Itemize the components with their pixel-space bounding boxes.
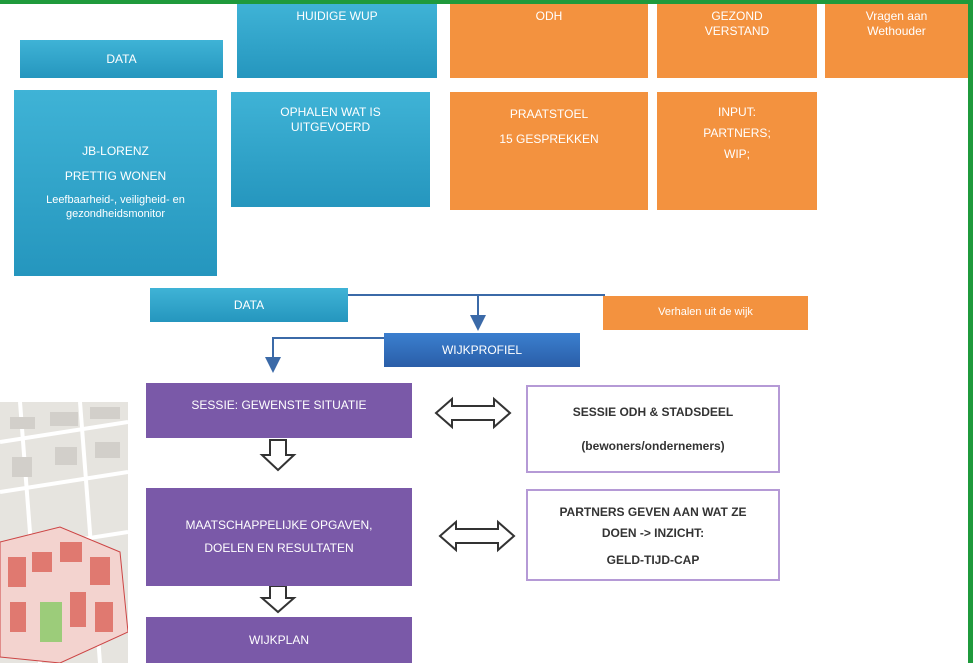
header-vragen-wethouder: Vragen aan Wethouder [825, 4, 968, 78]
header-huidige-wup-label: HUIDIGE WUP [296, 9, 378, 23]
hollow-arrow-down-2 [259, 585, 297, 614]
content-data-line-2: PRETTIG WONEN [64, 169, 167, 184]
flow-maatschappelijke-label: MAATSCHAPPELIJKE OPGAVEN, DOELEN EN RESU… [185, 518, 373, 555]
header-odh: ODH [450, 4, 648, 78]
flow-wijkprofiel-label: WIJKPROFIEL [441, 342, 522, 357]
flow-partners: PARTNERS GEVEN AAN WAT ZE DOEN -> INZICH… [526, 489, 780, 581]
content-data-line-3: Leefbaarheid-, veiligheid- en gezondheid… [46, 194, 185, 220]
content-odh-line-1: PRAATSTOEL [509, 107, 589, 121]
flow-sessie-odh: SESSIE ODH & STADSDEEL (bewoners/onderne… [526, 385, 780, 473]
header-huidige-wup: HUIDIGE WUP [237, 4, 437, 78]
header-data-label: DATA [106, 51, 137, 66]
header-gezond-verstand: GEZOND VERSTAND [657, 4, 817, 78]
flow-verhalen-label: Verhalen uit de wijk [658, 306, 753, 319]
content-gezond-verstand-line-2: PARTNERS; [703, 126, 771, 140]
flow-sessie-gewenst-label: SESSIE: GEWENSTE SITUATIE [191, 398, 367, 412]
content-data: JB-LORENZ PRETTIG WONEN Leefbaarheid-, v… [14, 90, 217, 276]
content-data-line-1: JB-LORENZ [82, 144, 149, 159]
double-arrow-1 [434, 396, 512, 430]
double-arrow-2 [438, 519, 516, 553]
flow-sessie-odh-line-2: (bewoners/ondernemers) [581, 438, 725, 453]
flow-verhalen: Verhalen uit de wijk [603, 296, 808, 330]
map-graphic [0, 402, 128, 663]
content-huidige-wup-line-1: OPHALEN WAT IS UITGEVOERD [280, 105, 381, 134]
header-vragen-wethouder-label: Vragen aan Wethouder [865, 9, 928, 38]
arrow-to-sessie [265, 337, 384, 373]
content-odh: PRAATSTOEL 15 GESPREKKEN [450, 92, 648, 210]
content-gezond-verstand: INPUT: PARTNERS; WIP; [657, 92, 817, 210]
flow-sessie-odh-line-1: SESSIE ODH & STADSDEEL [572, 404, 734, 419]
flow-wijkprofiel: WIJKPROFIEL [384, 333, 580, 367]
flow-wijkplan: WIJKPLAN [146, 617, 412, 663]
flow-data-bar-label: DATA [233, 297, 265, 312]
top-frame-bar [0, 0, 973, 4]
right-frame-bar [968, 0, 973, 663]
flow-partners-line-2: GELD-TIJD-CAP [606, 552, 700, 567]
flow-data-bar: DATA [150, 288, 348, 322]
content-gezond-verstand-line-1: INPUT: [717, 105, 756, 119]
header-data: DATA [20, 40, 223, 78]
header-odh-label: ODH [535, 9, 563, 23]
hollow-arrow-down-1 [259, 439, 297, 472]
content-odh-line-2: 15 GESPREKKEN [499, 132, 599, 146]
flow-maatschappelijke: MAATSCHAPPELIJKE OPGAVEN, DOELEN EN RESU… [146, 488, 412, 586]
content-huidige-wup: OPHALEN WAT IS UITGEVOERD [231, 92, 430, 207]
header-gezond-verstand-label: GEZOND VERSTAND [704, 9, 770, 38]
flow-wijkplan-label: WIJKPLAN [248, 632, 309, 647]
content-gezond-verstand-line-3: WIP; [724, 147, 750, 161]
map-thumbnail [0, 402, 128, 663]
flow-partners-line-1: PARTNERS GEVEN AAN WAT ZE DOEN -> INZICH… [559, 505, 747, 540]
flow-sessie-gewenst: SESSIE: GEWENSTE SITUATIE [146, 383, 412, 438]
